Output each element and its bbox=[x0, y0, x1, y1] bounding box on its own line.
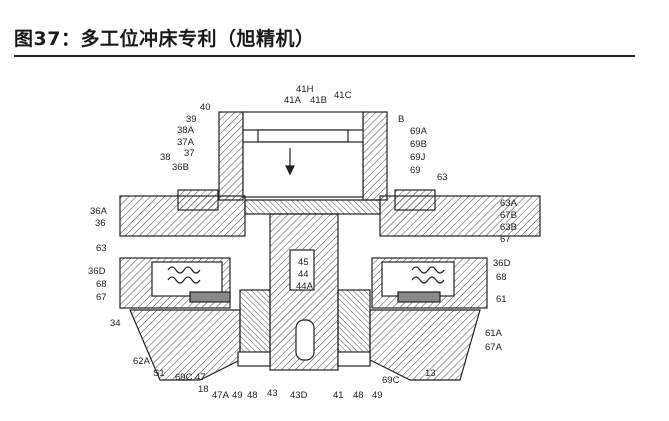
svg-text:36: 36 bbox=[95, 218, 106, 229]
svg-text:41C: 41C bbox=[334, 90, 352, 101]
svg-text:63B: 63B bbox=[500, 222, 517, 233]
svg-text:61: 61 bbox=[496, 294, 507, 305]
svg-text:44: 44 bbox=[298, 269, 309, 280]
svg-text:B: B bbox=[398, 114, 404, 125]
svg-text:49: 49 bbox=[232, 390, 243, 401]
svg-text:41: 41 bbox=[333, 390, 344, 401]
svg-text:38: 38 bbox=[160, 152, 171, 163]
center-shaft bbox=[269, 213, 339, 371]
svg-text:37: 37 bbox=[184, 148, 195, 159]
svg-text:36A: 36A bbox=[90, 206, 108, 217]
svg-text:45: 45 bbox=[298, 257, 309, 268]
svg-text:67: 67 bbox=[96, 292, 107, 303]
svg-text:41A: 41A bbox=[284, 95, 302, 106]
svg-text:37A: 37A bbox=[177, 137, 195, 148]
svg-text:40: 40 bbox=[200, 102, 211, 113]
svg-text:44A: 44A bbox=[296, 281, 314, 292]
svg-text:43: 43 bbox=[267, 388, 278, 399]
left-spring-assembly bbox=[119, 257, 231, 309]
svg-text:36B: 36B bbox=[172, 162, 189, 173]
svg-text:67: 67 bbox=[500, 234, 511, 245]
svg-text:61A: 61A bbox=[485, 328, 503, 339]
svg-text:69C: 69C bbox=[175, 372, 193, 383]
svg-text:36D: 36D bbox=[493, 258, 511, 269]
svg-text:68: 68 bbox=[96, 279, 107, 290]
upper-ram bbox=[218, 111, 388, 201]
svg-text:48: 48 bbox=[353, 390, 364, 401]
svg-text:67A: 67A bbox=[485, 342, 503, 353]
svg-text:69B: 69B bbox=[410, 139, 427, 150]
lower-die bbox=[129, 289, 481, 381]
svg-text:63A: 63A bbox=[500, 198, 518, 209]
svg-text:69A: 69A bbox=[410, 126, 428, 137]
title-rule bbox=[14, 55, 635, 57]
figure-title: 图37：多工位冲床专利（旭精机） bbox=[14, 28, 315, 50]
right-spring-assembly bbox=[371, 257, 488, 309]
svg-text:69C: 69C bbox=[382, 375, 400, 386]
svg-text:49: 49 bbox=[372, 390, 383, 401]
svg-text:47A: 47A bbox=[212, 390, 230, 401]
svg-text:63: 63 bbox=[96, 243, 107, 254]
svg-text:69: 69 bbox=[410, 165, 421, 176]
svg-text:S1: S1 bbox=[153, 368, 165, 379]
svg-text:67B: 67B bbox=[500, 210, 517, 221]
svg-text:48: 48 bbox=[247, 390, 258, 401]
svg-text:38A: 38A bbox=[177, 125, 195, 136]
svg-text:39: 39 bbox=[186, 114, 197, 125]
svg-text:18: 18 bbox=[198, 384, 209, 395]
bed-plate bbox=[119, 189, 541, 237]
svg-text:47: 47 bbox=[195, 372, 206, 383]
svg-text:41B: 41B bbox=[310, 95, 327, 106]
svg-text:41H: 41H bbox=[296, 84, 314, 95]
svg-text:69J: 69J bbox=[410, 152, 426, 163]
svg-text:13: 13 bbox=[425, 368, 436, 379]
svg-text:36D: 36D bbox=[88, 266, 106, 277]
svg-text:63: 63 bbox=[437, 172, 448, 183]
svg-text:43D: 43D bbox=[290, 390, 308, 401]
svg-text:34: 34 bbox=[110, 318, 121, 329]
svg-text:68: 68 bbox=[496, 272, 507, 283]
part-labels: 41H 41A 41B 41C 40 39 38A 37A 37 38 36B … bbox=[88, 84, 518, 401]
svg-text:62A: 62A bbox=[133, 356, 151, 367]
